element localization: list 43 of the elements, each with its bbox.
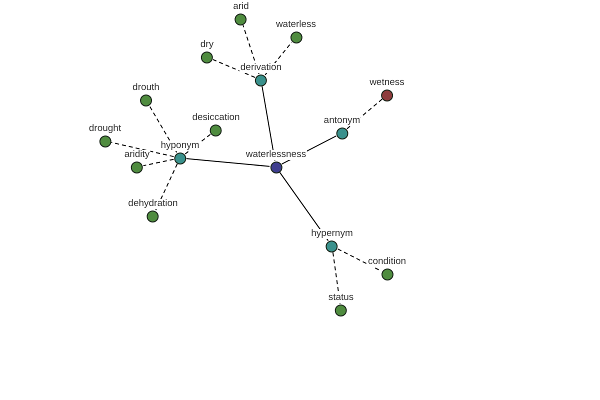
connector-line xyxy=(262,86,276,162)
connector-line xyxy=(242,24,260,74)
node-label: desiccation xyxy=(191,112,241,122)
node-label: drouth xyxy=(132,82,160,92)
node-label: aridity xyxy=(123,150,151,160)
node-label: hypernym xyxy=(310,228,354,238)
graph-node xyxy=(127,198,179,222)
graph-node xyxy=(327,292,355,316)
connector-line xyxy=(264,42,292,76)
node-label: dry xyxy=(199,40,215,50)
node-label: antonym xyxy=(322,116,362,126)
node-label: waterlessness xyxy=(244,150,308,160)
graph-node xyxy=(88,124,122,148)
node-label: hyponym xyxy=(160,140,200,150)
node-label: wetness xyxy=(368,78,406,88)
node-label: derivation xyxy=(239,62,283,72)
graph-node xyxy=(160,140,200,164)
graph-node xyxy=(366,256,408,280)
connector-line xyxy=(186,158,270,167)
graph-node xyxy=(132,82,160,106)
graph-node xyxy=(239,62,283,86)
graph-node xyxy=(232,2,250,26)
graph-node xyxy=(244,150,308,174)
graph-node xyxy=(199,40,215,64)
graph-node xyxy=(310,228,354,252)
connector-line xyxy=(148,105,178,153)
graph-node xyxy=(191,112,241,136)
graph-node xyxy=(368,78,406,102)
connector-line xyxy=(212,59,256,78)
node-label: condition xyxy=(366,256,408,266)
graph-node xyxy=(322,116,362,140)
connector-line xyxy=(332,252,341,304)
node-label: dehydration xyxy=(127,198,179,208)
node-label: arid xyxy=(232,2,250,12)
node-label: status xyxy=(327,292,355,302)
connector-line xyxy=(155,163,178,211)
connector-line xyxy=(337,248,382,272)
node-label: drought xyxy=(88,124,122,134)
connector-line xyxy=(110,142,174,158)
connector-line xyxy=(142,158,174,166)
graph-node xyxy=(274,20,318,44)
node-label: waterless xyxy=(274,20,318,30)
graph-node xyxy=(123,150,151,174)
